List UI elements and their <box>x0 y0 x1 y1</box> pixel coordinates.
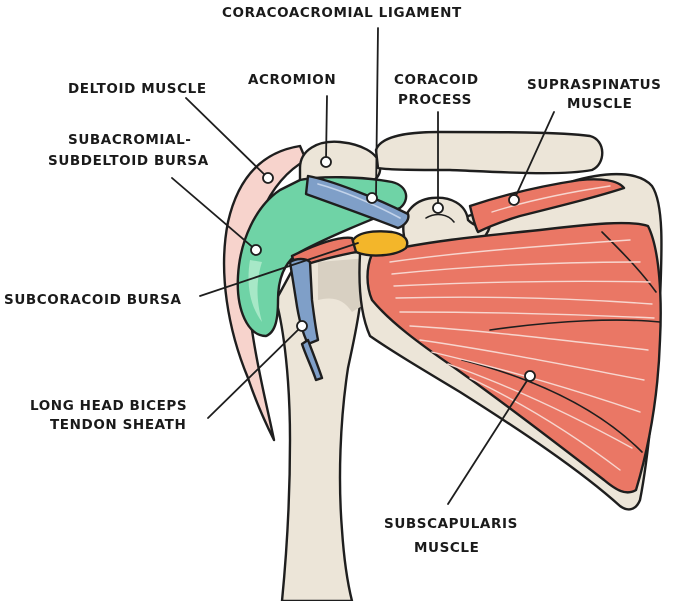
marker-deltoid <box>262 172 274 184</box>
clavicle-bone <box>374 130 604 175</box>
label-biceps-line2: TENDON SHEATH <box>50 417 186 433</box>
leader-deltoid <box>185 97 269 179</box>
coracoacromial-ligament <box>304 174 410 230</box>
marker-supraspinatus <box>508 194 520 206</box>
marker-biceps <box>296 320 308 332</box>
marker-coracoid <box>432 202 444 214</box>
label-subacromial-line2: SUBDELTOID BURSA <box>48 153 209 169</box>
coracoid-contour <box>425 213 455 223</box>
subscapularis-septum-2 <box>489 319 661 331</box>
label-supraspinatus-line1: SUPRASPINATUS <box>527 77 661 93</box>
marker-coracoacromial <box>366 192 378 204</box>
leader-supraspinatus <box>513 111 555 201</box>
label-coracoid-process-line1: CORACOID <box>394 72 479 88</box>
humerus-bone <box>274 250 363 601</box>
label-subcoracoid-bursa: SUBCORACOID BURSA <box>4 292 182 308</box>
label-coracoacromial-ligament: CORACOACROMIAL LIGAMENT <box>222 5 462 21</box>
label-supraspinatus-line2: MUSCLE <box>567 96 632 112</box>
marker-subacromial <box>250 244 262 256</box>
label-deltoid-muscle: DELTOID MUSCLE <box>68 81 207 97</box>
biceps-tendon <box>300 338 324 382</box>
subscapularis-septum-3 <box>461 359 643 453</box>
biceps-tendon-sheath <box>288 257 320 346</box>
label-subscapularis-line2: MUSCLE <box>414 540 479 556</box>
label-subscapularis-line1: SUBSCAPULARIS <box>384 516 518 532</box>
leader-biceps <box>207 325 303 419</box>
marker-acromion <box>320 156 332 168</box>
label-coracoid-process-line2: PROCESS <box>398 92 472 108</box>
label-acromion: ACROMION <box>248 72 336 88</box>
leader-subscapularis <box>447 375 531 505</box>
leader-subacromial <box>171 177 257 251</box>
leader-coracoacromial <box>375 27 379 197</box>
supraspinatus-muscle <box>468 178 626 234</box>
subscapularis-septum-1 <box>601 231 657 293</box>
subacromial-subdeltoid-bursa <box>236 176 408 338</box>
leader-acromion <box>325 95 328 161</box>
leader-subcoracoid <box>199 242 359 297</box>
subcoracoid-bursa <box>350 230 409 257</box>
marker-subscapularis <box>524 370 536 382</box>
label-subacromial-line1: SUBACROMIAL- <box>68 132 192 148</box>
label-biceps-line1: LONG HEAD BICEPS <box>30 398 187 414</box>
